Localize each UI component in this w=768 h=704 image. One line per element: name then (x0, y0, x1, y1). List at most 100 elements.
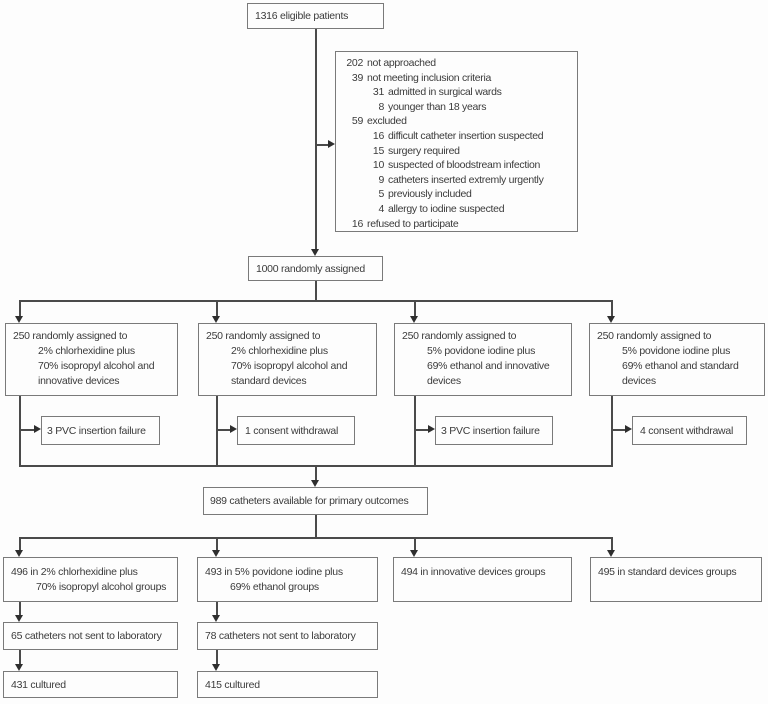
not-sent-laboratory-box-1: 65 catheters not sent to laboratory (3, 622, 178, 650)
flow-line (315, 144, 329, 146)
cultured-box-1: 431 cultured (3, 671, 178, 698)
arrow-right-icon (625, 425, 632, 433)
exclusion-reason: catheters inserted extremly urgently (388, 173, 544, 186)
exclusion-reason: not approached (367, 57, 436, 69)
eligible-patients-label: 1316 eligible patients (255, 10, 349, 22)
flow-line (216, 602, 218, 615)
group-chlorhexidine-box: 496 in 2% chlorhexidine plus 70% isoprop… (3, 557, 178, 602)
group-line: 69% ethanol groups (230, 581, 319, 593)
exclusion-count: 202 (346, 57, 363, 69)
arm-line: innovative devices (38, 375, 120, 387)
arm-line: 69% ethanol and standard (622, 360, 739, 372)
pvc-insertion-failure-box-2: 3 PVC insertion failure (435, 416, 553, 445)
flow-line (19, 602, 21, 615)
exclusion-count: 10 (372, 159, 384, 172)
flow-line (216, 396, 218, 466)
exclusion-reason: allergy to iodine suspected (388, 202, 505, 215)
arrow-down-icon (410, 316, 418, 323)
catheters-available-label: 989 catheters available for primary outc… (210, 495, 409, 507)
exclusion-reason: suspected of bloodstream infection (388, 159, 541, 172)
randomly-assigned-label: 1000 randomly assigned (256, 262, 365, 275)
arm-chlorhexidine-innovative-box: 250 randomly assigned to 2% chlorhexidin… (5, 323, 178, 396)
group-innovative-devices-box: 494 in innovative devices groups (393, 557, 572, 602)
dropout-label: 3 PVC insertion failure (47, 424, 146, 437)
not-sent-label: 78 catheters not sent to laboratory (205, 630, 356, 642)
exclusion-count: 16 (351, 217, 363, 230)
randomly-assigned-box: 1000 randomly assigned (248, 256, 383, 281)
arrow-right-icon (328, 140, 335, 148)
arrow-down-icon (212, 550, 220, 557)
flow-line (19, 300, 21, 316)
flow-line (414, 537, 416, 550)
flow-line (414, 396, 416, 466)
exclusion-reason: admitted in surgical wards (388, 86, 502, 99)
flow-line (216, 300, 218, 316)
flow-line (216, 429, 230, 431)
arm-line: 2% chlorhexidine plus (38, 345, 135, 357)
flow-line (315, 29, 317, 249)
arm-line: 250 randomly assigned to (402, 330, 517, 342)
flow-line (611, 396, 613, 466)
flow-line (315, 515, 317, 538)
exclusion-count: 5 (378, 188, 384, 201)
flow-line (19, 300, 613, 302)
arm-povidone-standard-box: 250 randomly assigned to 5% povidone iod… (589, 323, 765, 396)
flow-line (315, 281, 317, 300)
consent-withdrawal-box-1: 1 consent withdrawal (237, 416, 355, 445)
flow-line (216, 537, 218, 550)
group-line: 496 in 2% chlorhexidine plus (11, 566, 138, 578)
arrow-down-icon (212, 316, 220, 323)
arrow-right-icon (230, 425, 237, 433)
flow-line (19, 429, 34, 431)
exclusion-count: 8 (378, 100, 384, 113)
arrow-down-icon (15, 615, 23, 622)
arm-line: 5% povidone iodine plus (622, 345, 731, 357)
cultured-label: 431 cultured (11, 678, 66, 691)
exclusion-row: 10 suspected of bloodstream infection (342, 158, 574, 173)
arrow-down-icon (15, 550, 23, 557)
exclusion-count: 15 (372, 144, 384, 157)
dropout-label: 4 consent withdrawal (640, 424, 734, 437)
arrow-right-icon (428, 425, 435, 433)
cultured-label: 415 cultured (205, 678, 260, 691)
flow-line (19, 396, 21, 466)
arm-line: 250 randomly assigned to (206, 330, 321, 342)
arm-line: devices (427, 375, 461, 387)
not-sent-laboratory-box-2: 78 catheters not sent to laboratory (197, 622, 378, 650)
arm-line: standard devices (231, 375, 307, 387)
exclusion-count: 31 (372, 86, 384, 99)
dropout-label: 1 consent withdrawal (245, 424, 339, 437)
not-sent-label: 65 catheters not sent to laboratory (11, 630, 162, 642)
flow-line (19, 537, 613, 539)
arm-chlorhexidine-standard-box: 250 randomly assigned to 2% chlorhexidin… (198, 323, 377, 396)
arm-line: devices (622, 375, 656, 387)
group-line: 495 in standard devices groups (598, 566, 737, 578)
arrow-down-icon (607, 316, 615, 323)
flow-line (19, 537, 21, 550)
exclusion-count: 59 (351, 115, 363, 128)
arrow-down-icon (212, 664, 220, 671)
flow-line (611, 300, 613, 316)
flow-line (611, 537, 613, 550)
exclusion-count: 9 (378, 173, 384, 186)
arrow-down-icon (311, 249, 319, 256)
catheters-available-box: 989 catheters available for primary outc… (203, 487, 428, 515)
arm-line: 70% isopropyl alcohol and (38, 360, 155, 372)
group-standard-devices-box: 495 in standard devices groups (590, 557, 762, 602)
exclusion-row: 9 catheters inserted extremly urgently (342, 173, 574, 188)
flow-line (414, 429, 428, 431)
flow-line (19, 650, 21, 664)
exclusion-reason: surgery required (388, 144, 460, 157)
arm-line: 250 randomly assigned to (13, 330, 128, 342)
exclusion-count: 39 (351, 71, 363, 84)
flow-line (611, 429, 625, 431)
arm-line: 250 randomly assigned to (597, 330, 712, 342)
group-line: 493 in 5% povidone iodine plus (205, 566, 343, 578)
